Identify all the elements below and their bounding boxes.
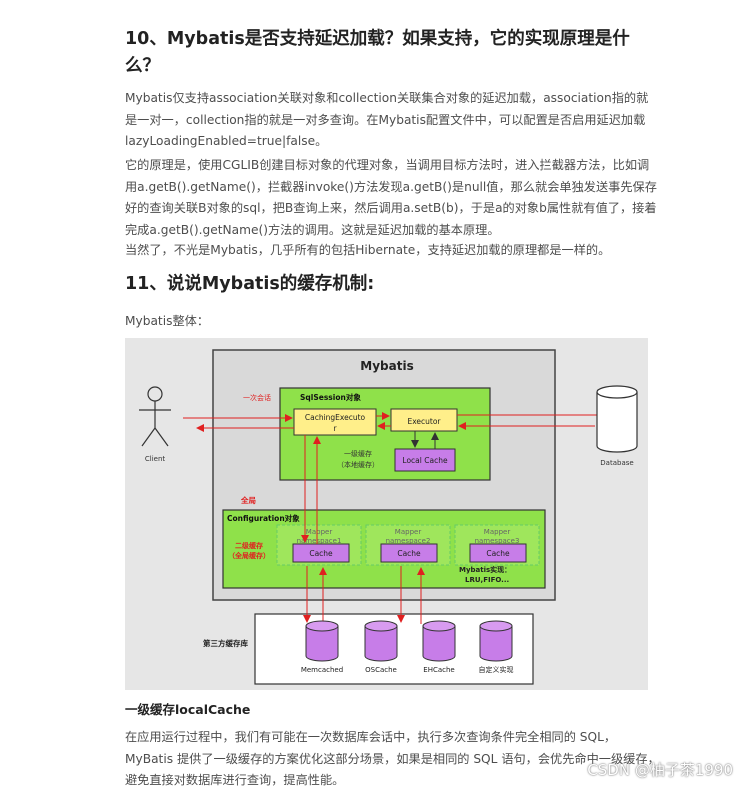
namespace2-cache-box	[380, 543, 438, 563]
custom-store-icon	[479, 620, 513, 662]
database-icon	[596, 385, 638, 453]
store-label-custom: 自定义实现	[479, 665, 514, 674]
ehcache-store-icon	[422, 620, 456, 662]
caching-executor-label-line2: r	[333, 424, 337, 433]
l1-cache-label-line2: （本地缓存）	[337, 460, 379, 469]
namespace3-label-line1: Mapper	[484, 528, 511, 536]
namespace3-label-line2: namespace3	[475, 537, 520, 545]
client-actor-icon	[139, 386, 171, 447]
l2-cache-label-line1: 二级缓存	[235, 541, 263, 550]
namespace1-cache-box	[292, 543, 350, 563]
store-label-memcached: Memcached	[301, 666, 343, 674]
paragraph-mybatis-overview: Mybatis整体：	[125, 314, 210, 328]
memcached-store-icon	[305, 620, 339, 662]
oscache-store-icon	[364, 620, 398, 662]
sqlsession-label: SqlSession对象	[300, 392, 361, 402]
namespace1-label-line1: Mapper	[306, 528, 333, 536]
question-10-title: 10、Mybatis是否支持延迟加载？如果支持，它的实现原理是什么？	[125, 29, 630, 76]
namespace3-cache-label: Cache	[486, 549, 510, 558]
executor-label: Executor	[407, 417, 441, 426]
namespace2-label-line2: namespace2	[386, 537, 431, 545]
mybatis-cache-diagram: Mybatis SqlSession对象 一次会话 CachingExecuto…	[125, 338, 648, 690]
local-cache-box	[394, 448, 456, 472]
third-party-cache-label: 第三方缓存库	[203, 638, 248, 648]
configuration-label: Configuration对象	[227, 513, 300, 523]
namespace1-label-line2: namespace1	[297, 537, 342, 545]
local-cache-label: Local Cache	[402, 456, 448, 465]
namespace3-cache-box	[469, 543, 527, 563]
global-label: 全局	[240, 495, 256, 505]
namespace1-cache-label: Cache	[309, 549, 333, 558]
paragraph-lazy-load-support: Mybatis仅支持association关联对象和collection关联集合…	[125, 91, 649, 148]
client-label: Client	[145, 455, 166, 463]
executor-box	[390, 408, 458, 432]
paragraph-l1-cache: 在应用运行过程中，我们有可能在一次数据库会话中，执行多次查询条件完全相同的 SQ…	[125, 730, 660, 787]
caching-executor-label-line1: CachingExecuto	[305, 413, 366, 422]
namespace2-cache-label: Cache	[397, 549, 421, 558]
paragraph-lazy-load-general: 当然了，不光是Mybatis，几乎所有的包括Hibernate，支持延迟加载的原…	[125, 243, 611, 257]
l2-cache-label-line2: （全局缓存）	[228, 551, 270, 560]
one-session-label: 一次会话	[243, 393, 271, 402]
store-label-ehcache: EHCache	[423, 666, 454, 674]
paragraph-lazy-load-principle: 它的原理是，使用CGLIB创建目标对象的代理对象，当调用目标方法时，进入拦截器方…	[125, 158, 657, 237]
mybatis-impl-label-line2: LRU,FIFO...	[465, 576, 509, 584]
csdn-watermark: CSDN @柚子茶1990	[587, 761, 733, 779]
store-label-oscache: OSCache	[365, 666, 397, 674]
database-label: Database	[600, 459, 633, 467]
l1-cache-label-line1: 一级缓存	[344, 449, 372, 458]
section-l1-cache-heading: 一级缓存localCache	[125, 702, 251, 717]
mybatis-label: Mybatis	[360, 359, 413, 373]
namespace2-label-line1: Mapper	[395, 528, 422, 536]
question-11-title: 11、说说Mybatis的缓存机制:	[125, 274, 375, 294]
mybatis-impl-label-line1: Mybatis实现：	[459, 565, 511, 574]
caching-executor-box	[293, 408, 377, 436]
